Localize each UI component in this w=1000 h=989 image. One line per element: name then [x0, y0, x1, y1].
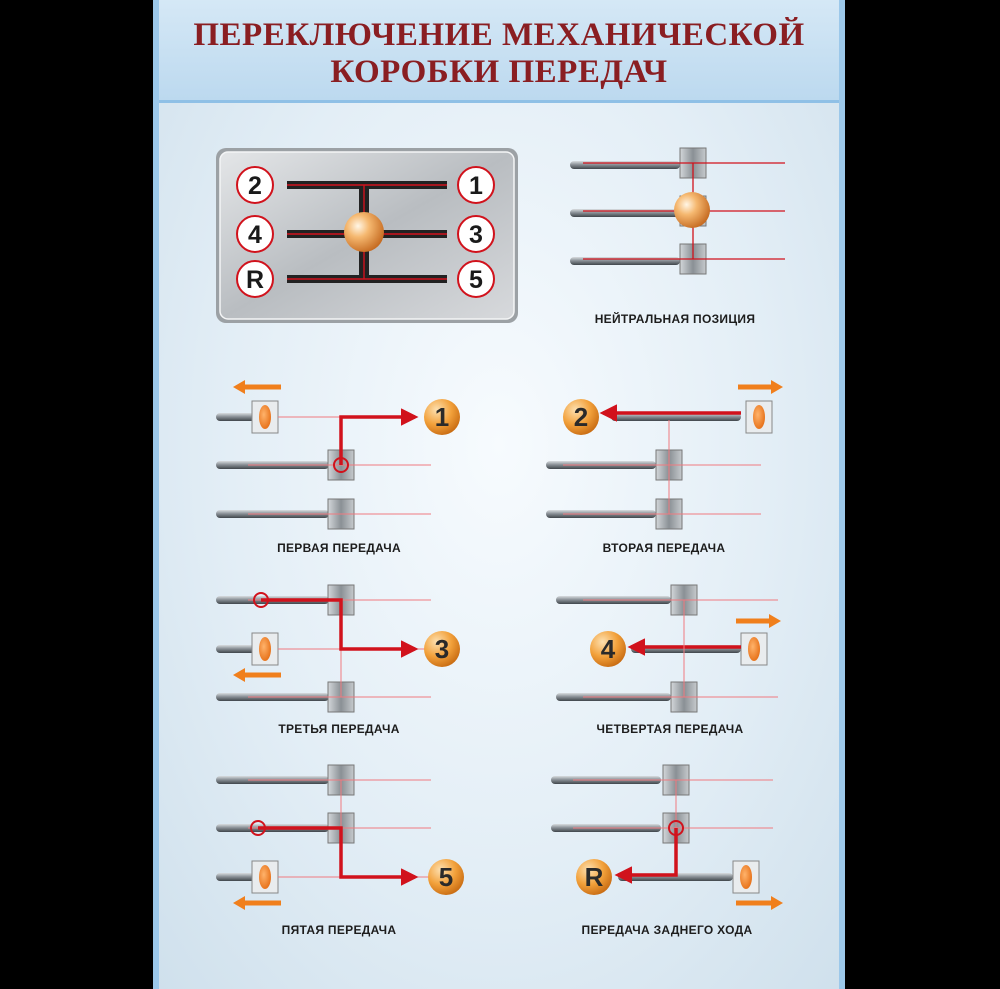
gear-label-4: 4 — [248, 221, 262, 249]
rod-middle — [216, 645, 256, 653]
gear-circle-1 — [457, 166, 495, 204]
path-first-gear — [339, 408, 419, 465]
page-title: ПЕРЕКЛЮЧЕНИЕ МЕХАНИЧЕСКОЙ КОРОБКИ ПЕРЕДА… — [153, 17, 845, 91]
neutral-position-diagram — [570, 147, 785, 275]
badge-gear-2-label: 2 — [574, 402, 588, 432]
caption-third-gear: ТРЕТЬЯ ПЕРЕДАЧА — [278, 722, 400, 736]
badge-gear-1-label: 1 — [435, 402, 449, 432]
rod-top — [216, 413, 256, 421]
title-line-1: ПЕРЕКЛЮЧЕНИЕ МЕХАНИЧЕСКОЙ — [193, 17, 805, 53]
poster-edge-left — [153, 0, 159, 989]
gear-label-3: 3 — [469, 221, 483, 249]
header-band — [153, 0, 845, 103]
rod-bottom — [216, 873, 256, 881]
rod-top — [611, 413, 741, 421]
title-line-2: КОРОБКИ ПЕРЕДАЧ — [330, 54, 668, 90]
path-third-gear — [261, 598, 419, 658]
caption-fifth-gear: ПЯТАЯ ПЕРЕДАЧА — [281, 923, 397, 937]
caption-second-gear: ВТОРАЯ ПЕРЕДАЧА — [602, 541, 726, 555]
poster: ПЕРЕКЛЮЧЕНИЕ МЕХАНИЧЕСКОЙ КОРОБКИ ПЕРЕДА… — [153, 0, 845, 989]
poster-edge-right — [839, 0, 845, 989]
engage-point — [253, 592, 269, 608]
caption-reverse-gear: ПЕРЕДАЧА ЗАДНЕГО ХОДА — [581, 923, 753, 937]
path-reverse-gear — [614, 828, 678, 884]
engage-point — [250, 820, 266, 836]
badge-gear-3 — [424, 631, 460, 667]
gear-circle-5 — [457, 260, 495, 298]
gear-label-5: 5 — [469, 266, 483, 294]
gear-knob — [344, 212, 384, 252]
badge-gear-r — [576, 859, 612, 895]
gear-label-2: 2 — [248, 172, 262, 200]
badge-gear-4 — [590, 631, 626, 667]
badge-gear-5 — [428, 859, 464, 895]
gear-circle-2 — [236, 166, 274, 204]
caption-fourth-gear: ЧЕТВЕРТАЯ ПЕРЕДАЧА — [596, 722, 744, 736]
gear-label-R: R — [246, 266, 264, 294]
badge-gear-3-label: 3 — [435, 634, 449, 664]
caption-neutral: НЕЙТРАЛЬНАЯ ПОЗИЦИЯ — [594, 312, 756, 326]
gear-label-1: 1 — [469, 172, 483, 200]
neutral-knob — [674, 192, 710, 228]
gear-circle-R — [236, 260, 274, 298]
engage-point — [333, 457, 349, 473]
engage-point — [668, 820, 684, 836]
caption-first-gear: ПЕРВАЯ ПЕРЕДАЧА — [277, 541, 401, 555]
path-fifth-gear — [258, 826, 419, 886]
gear-circle-3 — [457, 215, 495, 253]
badge-gear-2 — [563, 399, 599, 435]
badge-gear-r-label: R — [585, 862, 604, 892]
gear-circle-4 — [236, 215, 274, 253]
badge-gear-4-label: 4 — [601, 634, 616, 664]
shift-pattern-plate: 2 4R 1 3 5 — [216, 148, 518, 323]
badge-gear-1 — [424, 399, 460, 435]
badge-gear-5-label: 5 — [439, 862, 453, 892]
